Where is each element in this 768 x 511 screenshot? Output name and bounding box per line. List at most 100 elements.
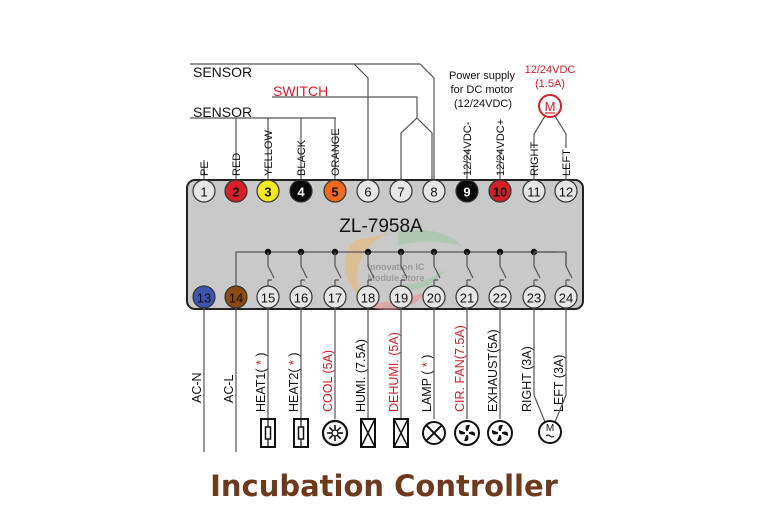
switch-label: SWITCH xyxy=(273,83,328,99)
terminal-number: 5 xyxy=(331,185,338,200)
watermark-line1: Innovation IC xyxy=(368,262,425,272)
star-marker: * xyxy=(420,359,434,371)
terminal-9: 9 xyxy=(455,179,479,203)
load-label-13: AC-N xyxy=(190,372,204,403)
power-supply-line2: for DC motor xyxy=(451,84,514,96)
terminal-number: 19 xyxy=(394,291,408,306)
load-icons: M xyxy=(260,394,567,448)
load-label-text: DEHUMI. (5A) xyxy=(387,332,401,412)
heater-icon xyxy=(260,418,276,448)
load-label-19: DEHUMI. (5A) xyxy=(387,332,401,412)
top-wires xyxy=(190,63,567,182)
terminal-label-2: RED xyxy=(231,153,243,176)
terminal-number: 14 xyxy=(229,291,243,306)
terminal-label-3: YELLOW xyxy=(263,130,275,176)
model-number: ZL-7958A xyxy=(339,216,423,237)
terminal-number: 15 xyxy=(261,291,275,306)
load-label-20: LAMP ( * ) xyxy=(420,355,434,412)
terminal-number: 24 xyxy=(559,291,573,306)
terminal-17: 17 xyxy=(323,285,347,309)
load-label-end: ) xyxy=(254,352,268,356)
motor-rating-current: (1.5A) xyxy=(535,78,565,90)
load-label-text: CIR. FAN(7.5A) xyxy=(453,325,467,412)
load-label-text: HEAT1( xyxy=(254,368,268,412)
terminal-number: 12 xyxy=(559,185,573,200)
heater-icon xyxy=(293,418,309,448)
terminal-2: 2 xyxy=(224,179,248,203)
terminal-12: 12 xyxy=(554,179,578,203)
fan-icon xyxy=(487,420,513,446)
load-label-text: AC-N xyxy=(190,372,204,403)
load-label-text: AC-L xyxy=(222,374,236,403)
terminal-label-12: LEFT xyxy=(561,149,573,176)
sensor-upper-label: SENSOR xyxy=(193,64,252,80)
motor-rating-voltage: 12/24VDC xyxy=(525,64,576,76)
terminal-number: 13 xyxy=(197,291,211,306)
terminal-18: 18 xyxy=(356,285,380,309)
motor-symbol-label: M xyxy=(545,99,556,114)
load-label-16: HEAT2( * ) xyxy=(287,352,301,412)
terminal-22: 22 xyxy=(488,285,512,309)
watermark-logo xyxy=(344,229,462,311)
watermark-line2: Module Store xyxy=(367,273,424,283)
terminal-number: 10 xyxy=(493,185,507,200)
terminal-number: 20 xyxy=(427,291,441,306)
terminal-3: 3 xyxy=(256,179,280,203)
load-label-24: LEFT (3A) xyxy=(552,355,566,412)
terminal-11: 11 xyxy=(522,179,546,203)
terminal-1: 1 xyxy=(192,179,216,203)
terminal-label-5: ORANGE xyxy=(330,128,342,176)
terminal-number: 17 xyxy=(328,291,342,306)
star-marker: * xyxy=(254,357,268,369)
terminal-24: 24 xyxy=(554,285,578,309)
terminal-number: 3 xyxy=(264,185,271,200)
terminal-19: 19 xyxy=(389,285,413,309)
load-label-14: AC-L xyxy=(222,374,236,403)
terminal-label-1: PE xyxy=(199,161,211,176)
power-supply-line3: (12/24VDC) xyxy=(454,98,512,110)
terminal-label-11: RIGHT xyxy=(529,142,541,177)
terminal-21: 21 xyxy=(455,285,479,309)
valve-icon xyxy=(360,418,376,448)
motor-icon: M xyxy=(533,394,567,444)
terminal-label-9: 12/24VDC- xyxy=(462,121,474,176)
power-supply-line1: Power supply xyxy=(449,70,516,82)
load-label-15: HEAT1( * ) xyxy=(254,352,268,412)
terminal-number: 22 xyxy=(493,291,507,306)
terminal-number: 2 xyxy=(232,185,239,200)
terminal-number: 1 xyxy=(200,185,207,200)
lamp-icon xyxy=(422,421,446,445)
terminal-6: 6 xyxy=(356,179,380,203)
fan-icon xyxy=(454,420,480,446)
terminal-23: 23 xyxy=(522,285,546,309)
terminal-number: 9 xyxy=(463,185,470,200)
load-label-text: HUMI. (7.5A) xyxy=(354,339,368,412)
diagram-title: Incubation Controller xyxy=(210,469,559,503)
terminal-label-4: BLACK xyxy=(296,139,308,176)
snowflake-icon xyxy=(321,419,349,447)
load-label-22: EXHAUST(5A) xyxy=(486,329,500,412)
load-label-23: RIGHT (3A) xyxy=(520,346,534,412)
terminal-15: 15 xyxy=(256,285,280,309)
terminal-5: 5 xyxy=(323,179,347,203)
terminal-10: 10 xyxy=(488,179,512,203)
terminal-13: 13 xyxy=(192,285,216,309)
terminal-20: 20 xyxy=(422,285,446,309)
load-label-end: ) xyxy=(420,355,434,359)
sensor-lower-label: SENSOR xyxy=(193,104,252,120)
terminal-number: 18 xyxy=(361,291,375,306)
load-label-end: ) xyxy=(287,352,301,356)
load-label-17: COOL (5A) xyxy=(321,350,335,412)
dc-motor-icon: M xyxy=(538,94,562,118)
terminal-number: 8 xyxy=(430,185,437,200)
load-label-text: HEAT2( xyxy=(287,368,301,412)
terminal-14: 14 xyxy=(224,285,248,309)
terminal-number: 6 xyxy=(364,185,371,200)
terminal-number: 21 xyxy=(460,291,474,306)
terminal-7: 7 xyxy=(389,179,413,203)
load-label-text: LAMP ( xyxy=(420,370,434,412)
terminal-4: 4 xyxy=(289,179,313,203)
